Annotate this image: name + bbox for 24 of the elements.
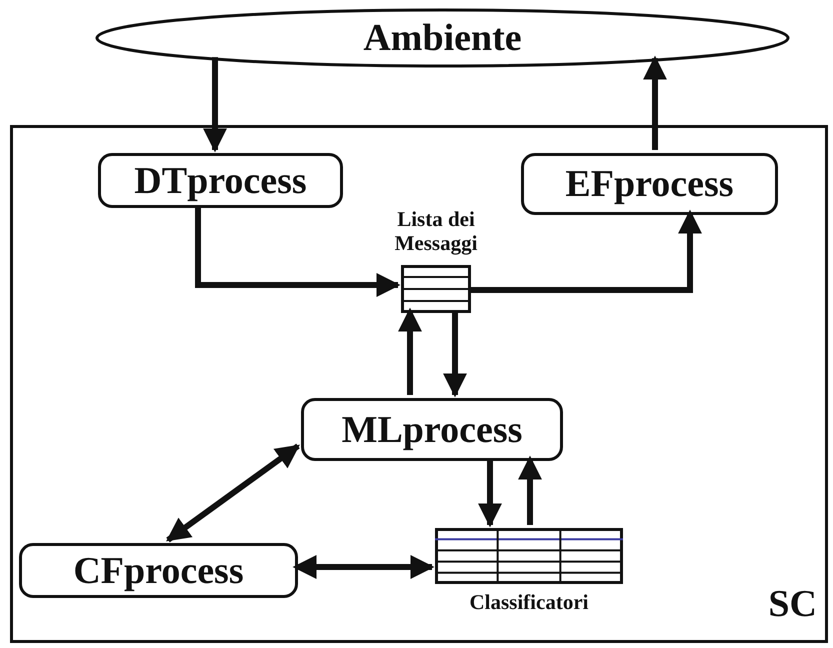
arrow <box>292 555 434 579</box>
arrow <box>478 458 502 528</box>
ellipse-node <box>95 8 790 68</box>
process-box <box>98 153 343 208</box>
arrow <box>468 210 702 293</box>
process-label: MLprocess <box>342 408 522 452</box>
node-label: Lista dei Messaggi <box>394 206 478 255</box>
process-label: CFprocess <box>73 548 244 592</box>
system-frame <box>10 125 828 643</box>
arrow <box>203 57 227 152</box>
process-box <box>521 153 778 215</box>
arrow <box>643 56 667 150</box>
node-label: Classificatori <box>470 590 588 615</box>
node-label: Ambiente <box>363 16 522 60</box>
process-box <box>19 543 298 598</box>
process-label: DTprocess <box>134 158 307 202</box>
arrow <box>195 205 400 297</box>
arrow <box>443 310 467 398</box>
system-label: SC <box>768 582 817 626</box>
arrow <box>518 456 542 525</box>
arrow <box>398 308 422 395</box>
process-box <box>301 398 563 461</box>
arrow <box>166 444 300 542</box>
process-label: EFprocess <box>565 162 734 206</box>
